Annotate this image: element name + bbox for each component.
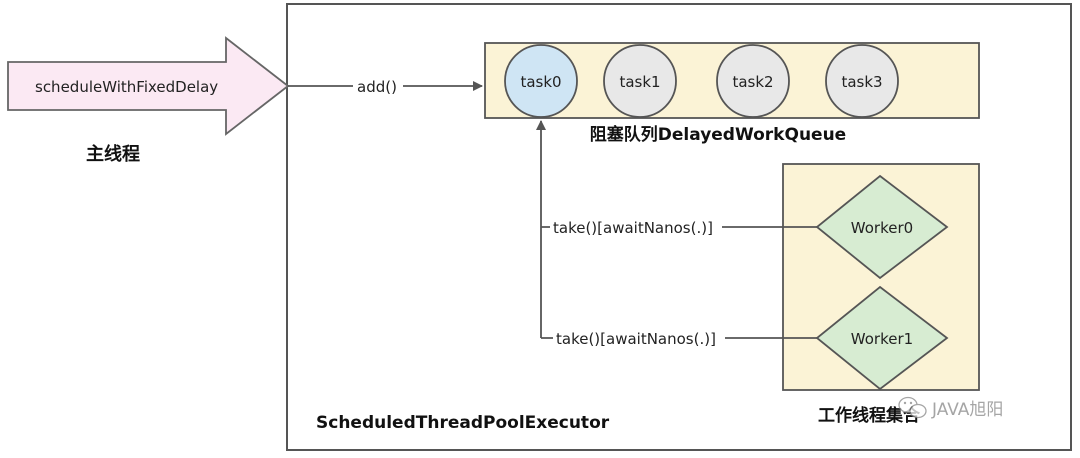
add-label: add() xyxy=(357,78,397,96)
worker-diamond-1 xyxy=(815,285,949,391)
task-circle-2 xyxy=(716,44,790,118)
queue-caption: 阻塞队列DelayedWorkQueue xyxy=(590,124,846,145)
main-thread-arrow-label: scheduleWithFixedDelay xyxy=(35,78,218,96)
chat-bubble-icon xyxy=(898,396,927,419)
worker-pool-caption: 工作线程集合 xyxy=(818,405,921,426)
task-label-2: task2 xyxy=(732,73,773,91)
main-thread-caption: 主线程 xyxy=(86,143,140,165)
watermark-text: JAVA旭阳 xyxy=(931,400,1003,420)
executor-title: ScheduledThreadPoolExecutor xyxy=(316,413,610,433)
worker-diamond-0 xyxy=(815,174,949,280)
task-label-1: task1 xyxy=(619,73,660,91)
task-circle-3 xyxy=(825,44,899,118)
take-label-bg-0 xyxy=(550,217,722,237)
worker-label-0: Worker0 xyxy=(851,219,913,237)
worker-label-1: Worker1 xyxy=(851,330,913,348)
take-label-0: take()[awaitNanos(.)] xyxy=(553,219,713,237)
task-circle-0 xyxy=(504,44,578,118)
task-list: task0 task1 task2 task3 xyxy=(504,44,899,118)
add-label-bg xyxy=(353,76,403,96)
take-label-1: take()[awaitNanos(.)] xyxy=(556,330,716,348)
task-circle-1 xyxy=(603,44,677,118)
take-label-bg-1 xyxy=(553,328,725,348)
task-label-0: task0 xyxy=(520,73,561,91)
task-label-3: task3 xyxy=(841,73,882,91)
main-thread-arrow xyxy=(7,36,290,136)
watermark: JAVA旭阳 xyxy=(898,396,1003,420)
worker-list: Worker0 Worker1 xyxy=(815,174,949,391)
